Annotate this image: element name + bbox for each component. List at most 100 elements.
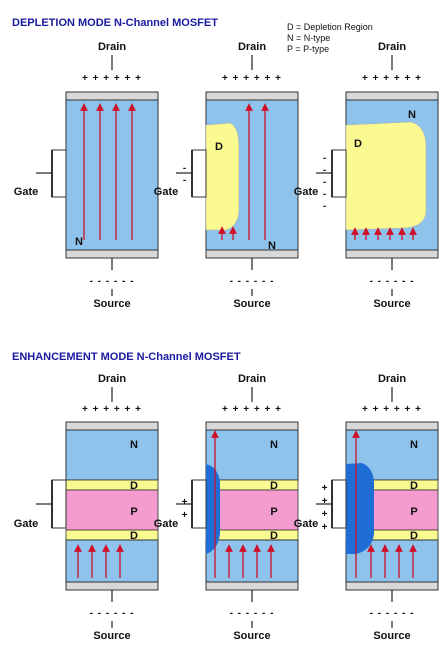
drain-label: Drain xyxy=(238,41,266,53)
n-region-bottom xyxy=(345,539,439,583)
n-label: N xyxy=(408,109,416,121)
source-label: Source xyxy=(373,298,410,310)
gate-charge: + xyxy=(182,510,189,521)
gate-electrode xyxy=(51,149,67,198)
drain-charge: + + + + + + xyxy=(362,404,422,415)
gate-charge: + xyxy=(322,483,329,494)
gate-label: Gate xyxy=(154,186,178,198)
drain-contact xyxy=(345,91,439,101)
drain-contact xyxy=(205,421,299,431)
gate-electrode xyxy=(331,149,347,198)
depletion-region xyxy=(205,122,240,231)
n-label: N xyxy=(268,240,276,252)
source-label: Source xyxy=(233,630,270,642)
gate-label: Gate xyxy=(14,518,38,530)
depletion-strip-top xyxy=(65,479,159,491)
source-contact xyxy=(345,581,439,591)
gate-charge: + xyxy=(322,496,329,507)
p-region xyxy=(65,489,159,531)
gate-electrode xyxy=(191,479,207,529)
gate-charge: - xyxy=(323,201,327,212)
legend-depletion: D = Depletion Region xyxy=(287,22,373,32)
gate-charge: + xyxy=(322,509,329,520)
n-label: N xyxy=(130,439,138,451)
source-contact xyxy=(205,249,299,259)
n-region-top xyxy=(205,429,299,481)
d-label-bottom: D xyxy=(270,530,278,542)
drain-contact xyxy=(345,421,439,431)
gate-charge: - xyxy=(323,189,327,200)
enhancement-title: ENHANCEMENT MODE N-Channel MOSFET xyxy=(12,351,241,363)
depletion-title: DEPLETION MODE N-Channel MOSFET xyxy=(12,17,218,29)
depletion-label: D xyxy=(354,138,362,150)
source-contact xyxy=(65,581,159,591)
drain-charge: + + + + + + xyxy=(222,73,282,84)
depletion-panel-1: Drain + + + + + + N Gate - - - - - - Source xyxy=(14,41,159,310)
source-contact xyxy=(205,581,299,591)
p-label: P xyxy=(410,506,417,518)
drain-label: Drain xyxy=(378,373,406,385)
gate-label: Gate xyxy=(154,518,178,530)
gate-label: Gate xyxy=(294,518,318,530)
n-label: N xyxy=(75,236,83,248)
drain-charge: + + + + + + xyxy=(222,404,282,415)
p-label: P xyxy=(270,506,277,518)
gate-charge: - xyxy=(183,175,187,186)
gate-electrode xyxy=(331,479,347,529)
d-label-bottom: D xyxy=(130,530,138,542)
gate-charge: - xyxy=(183,163,187,174)
d-label-top: D xyxy=(270,480,278,492)
source-charge: - - - - - - xyxy=(230,276,275,287)
d-label-top: D xyxy=(130,480,138,492)
drain-label: Drain xyxy=(98,41,126,53)
source-contact xyxy=(345,249,439,259)
gate-charge: + xyxy=(322,522,329,533)
drain-contact xyxy=(65,421,159,431)
drain-label: Drain xyxy=(238,373,266,385)
drain-charge: + + + + + + xyxy=(82,73,142,84)
source-label: Source xyxy=(93,630,130,642)
gate-label: Gate xyxy=(14,186,38,198)
source-contact xyxy=(65,249,159,259)
gate-electrode xyxy=(51,479,67,529)
gate-charge: - xyxy=(323,153,327,164)
n-region-top xyxy=(65,429,159,481)
legend-n-type: N = N-type xyxy=(287,33,330,43)
gate-electrode xyxy=(191,149,207,198)
source-label: Source xyxy=(233,298,270,310)
drain-charge: + + + + + + xyxy=(82,404,142,415)
source-charge: - - - - - - xyxy=(370,608,415,619)
depletion-label: D xyxy=(215,141,223,153)
source-charge: - - - - - - xyxy=(370,276,415,287)
d-label-bottom: D xyxy=(410,530,418,542)
induced-channel xyxy=(206,464,220,554)
d-label-top: D xyxy=(410,480,418,492)
legend-p-type: P = P-type xyxy=(287,44,329,54)
induced-channel xyxy=(346,463,374,554)
source-charge: - - - - - - xyxy=(230,608,275,619)
drain-label: Drain xyxy=(98,373,126,385)
source-label: Source xyxy=(93,298,130,310)
n-label: N xyxy=(270,439,278,451)
drain-contact xyxy=(205,91,299,101)
n-region-bottom xyxy=(205,539,299,583)
gate-charge: - xyxy=(323,177,327,188)
n-region-bottom xyxy=(65,539,159,583)
source-label: Source xyxy=(373,630,410,642)
source-charge: - - - - - - xyxy=(90,608,135,619)
gate-label: Gate xyxy=(294,186,318,198)
depletion-strip-bottom xyxy=(65,529,159,541)
p-label: P xyxy=(130,506,137,518)
n-channel-body xyxy=(65,99,159,251)
gate-charge: + xyxy=(182,497,189,508)
source-charge: - - - - - - xyxy=(90,276,135,287)
drain-label: Drain xyxy=(378,41,406,53)
drain-contact xyxy=(65,91,159,101)
